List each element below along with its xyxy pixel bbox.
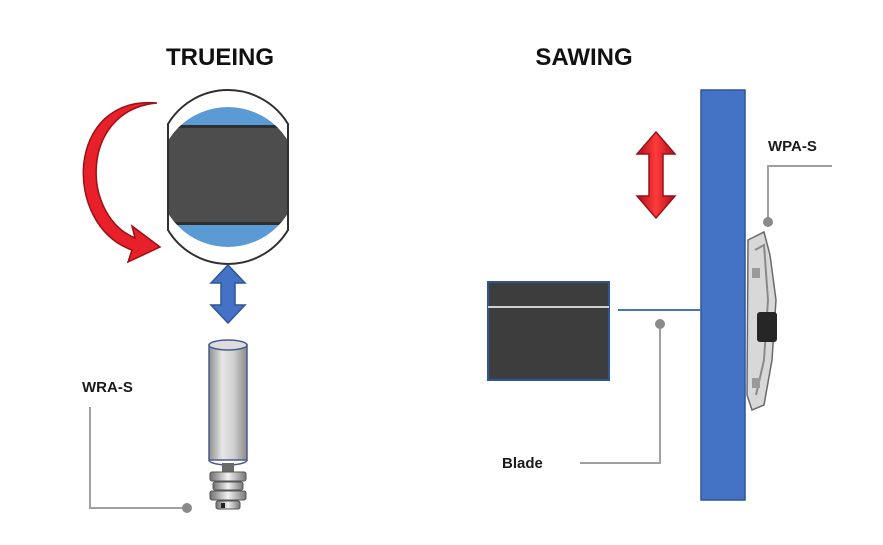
- rotation-arrow-icon: [82, 102, 162, 264]
- wra-s-sensor-cylinder: [208, 339, 248, 466]
- sawing-title: SAWING: [535, 44, 632, 71]
- double-arrow-vertical-icon: [635, 130, 677, 220]
- trueing-title: TRUEING: [166, 44, 274, 71]
- wra-s-sensor-icon: [209, 463, 247, 510]
- sawing-column: [700, 89, 746, 501]
- wra-s-leader-line: [89, 407, 192, 513]
- wra-s-label: WRA-S: [82, 379, 133, 396]
- wpa-s-leader-line: [763, 165, 832, 227]
- wpa-s-sensor-icon: [746, 230, 777, 412]
- trueing-wheel: [167, 89, 289, 265]
- blade-label: Blade: [502, 455, 543, 472]
- sawing-block: [487, 281, 610, 381]
- blade-leader-line: [580, 319, 665, 464]
- wpa-s-label: WPA-S: [768, 138, 817, 155]
- double-arrow-vertical-icon: [209, 263, 247, 325]
